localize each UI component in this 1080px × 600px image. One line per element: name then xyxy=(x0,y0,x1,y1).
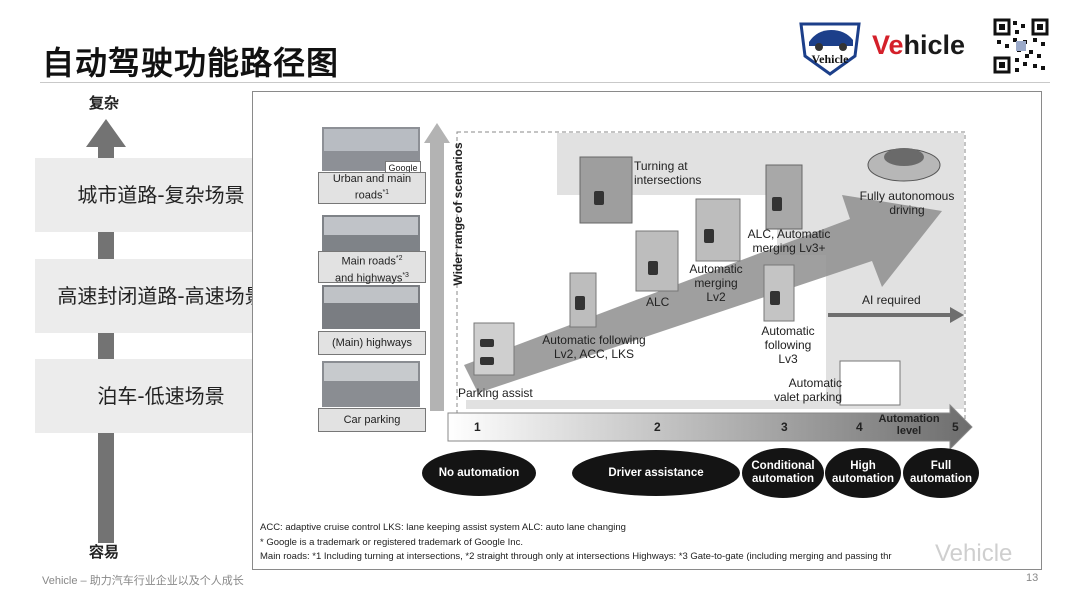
wider-range-label: Wider range of scenarios xyxy=(451,142,465,286)
vehicle-logo: Vehicle xyxy=(795,16,865,78)
watermark: Vehicle xyxy=(935,540,1013,567)
title-divider xyxy=(40,82,1050,83)
axis-complex-label: 复杂 xyxy=(88,94,119,112)
qr-code-icon xyxy=(993,18,1049,74)
footnote-trademark: * Google is a trademark or registered tr… xyxy=(260,537,523,548)
scene-urban: 城市道路-复杂场景 xyxy=(35,158,305,232)
alc-label: ALC xyxy=(646,295,670,309)
thumb-highways-caption: (Main) highways xyxy=(318,331,426,355)
level-full: Full automation xyxy=(903,448,979,498)
scene-highway: 高速封闭道路-高速场景 xyxy=(35,259,305,333)
brand-name: Vehicle xyxy=(872,30,966,60)
level-high: High automation xyxy=(825,448,901,498)
axis-easy-label: 容易 xyxy=(88,543,119,561)
level-no-automation: No automation xyxy=(422,450,536,496)
scene-parking: 泊车-低速场景 xyxy=(35,359,305,433)
thumb-urban-caption: Urban and main roads*1 xyxy=(318,172,426,204)
parking-assist-label: Parking assist xyxy=(458,386,533,400)
ai-required-label: AI required xyxy=(862,293,921,307)
thumb-parking-caption: Car parking xyxy=(318,408,426,432)
footnote-roads: Main roads: *1 Including turning at inte… xyxy=(260,551,892,562)
level-tick-4: 4 xyxy=(856,420,863,434)
svg-text:Vehicle: Vehicle xyxy=(812,52,850,66)
level-tick-2: 2 xyxy=(654,420,661,434)
diagram-graphics xyxy=(322,123,973,451)
level-conditional: Conditional automation xyxy=(742,448,824,498)
footnote-abbreviations: ACC: adaptive cruise control LKS: lane k… xyxy=(260,522,626,533)
footer-text: Vehicle – 助力汽车行业企业以及个人成长 xyxy=(42,575,244,587)
level-tick-5: 5 xyxy=(952,420,959,434)
page-title: 自动驾驶功能路径图 xyxy=(42,44,340,82)
page-number: 13 xyxy=(1026,572,1039,584)
level-tick-1: 1 xyxy=(474,420,481,434)
thumb-main-caption: Main roads*2 and highways*3 xyxy=(318,251,426,284)
level-tick-3: 3 xyxy=(781,420,788,434)
level-driver-assistance: Driver assistance xyxy=(572,450,740,496)
